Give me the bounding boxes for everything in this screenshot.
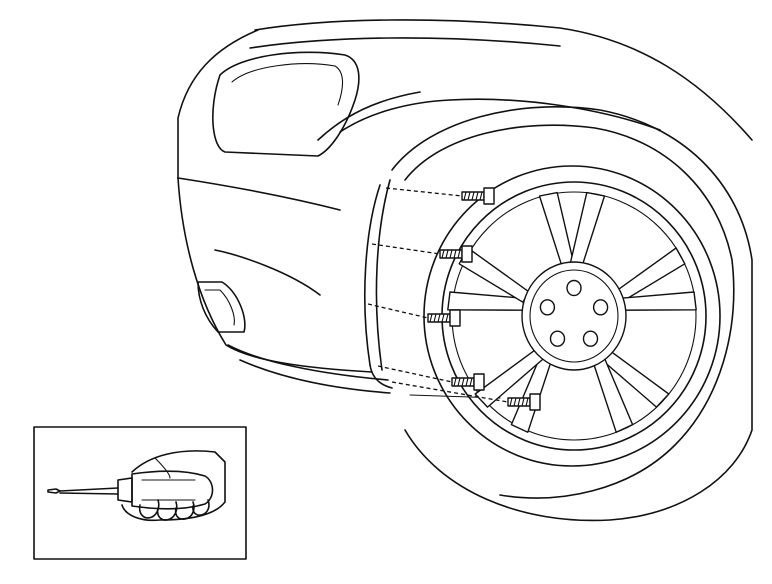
wheel-rim (423, 165, 721, 467)
spoke (538, 191, 575, 268)
lug-nut (582, 330, 599, 347)
front-bumper (177, 19, 753, 394)
liner-screw (377, 365, 485, 391)
lug-nut (539, 299, 556, 316)
headlamp (212, 51, 360, 157)
hand-icon (121, 450, 226, 522)
spoke (569, 191, 606, 268)
liner-screws (367, 187, 541, 411)
liner-screw (391, 381, 541, 411)
lug-nut (566, 279, 582, 297)
fog-lamp (197, 281, 246, 333)
liner-screw (367, 303, 461, 327)
screwdriver-icon (47, 470, 214, 510)
lug-nut (592, 299, 609, 316)
liner-screw (385, 187, 495, 205)
lug-nuts (539, 279, 609, 347)
tool-inset (33, 426, 247, 560)
lug-nut (549, 330, 566, 347)
wheel-spokes (447, 191, 697, 433)
tire (391, 105, 753, 522)
liner-screw (371, 243, 473, 263)
